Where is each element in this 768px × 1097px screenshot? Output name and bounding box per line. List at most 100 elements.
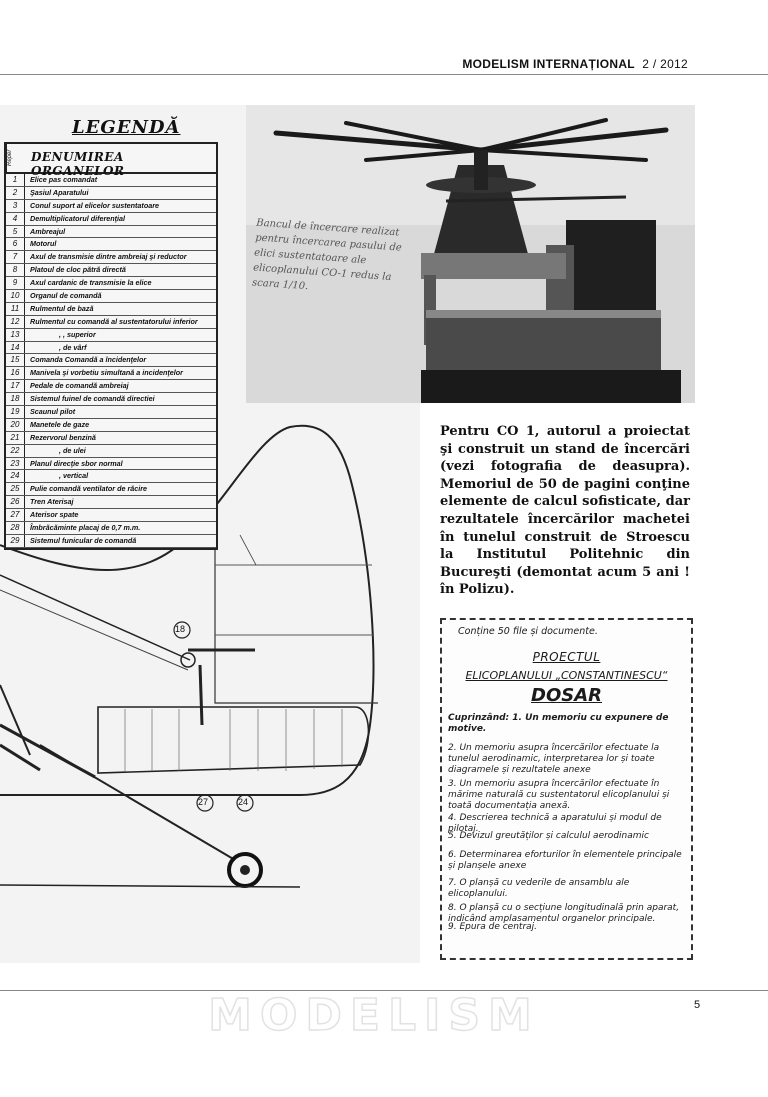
legend-table: Reper DENUMIREA ORGANELOR 1 Elice pas com… xyxy=(4,142,218,550)
page-number: 5 xyxy=(694,999,701,1011)
legend-row-label: Sistemul fuinel de comandă directiei xyxy=(30,394,155,404)
dossier-title: DOSAR xyxy=(531,685,602,706)
legend-row-number: 4 xyxy=(6,212,25,225)
legend-row: 2 Şasiul Aparatului xyxy=(6,186,216,200)
legend-row-number: 14 xyxy=(6,341,25,354)
header-rule xyxy=(0,74,768,75)
dossier-item-3: 3. Un memoriu asupra încercărilor efectu… xyxy=(448,779,670,811)
legend-row: 1 Elice pas comandat xyxy=(6,174,216,187)
test-stand-image xyxy=(246,105,695,403)
legend-row-number: 12 xyxy=(6,315,25,328)
legend-row-number: 21 xyxy=(6,431,25,444)
legend-row-number: 18 xyxy=(6,393,25,406)
legend-row: 24 , vertical xyxy=(6,470,216,484)
legend-header: Reper DENUMIREA ORGANELOR xyxy=(6,144,216,178)
footer-rule xyxy=(0,990,768,991)
dossier-item-4: 4. Descrierea technică a aparatului și m… xyxy=(448,813,662,834)
legend-row-label: , , superior xyxy=(59,329,96,339)
magazine-title: MODELISM INTERNAȚIONAL xyxy=(462,57,635,71)
legend-row-number: 7 xyxy=(6,251,25,264)
legend-row-number: 5 xyxy=(6,225,25,238)
callout-24: 24 xyxy=(238,797,249,807)
legend-row-label: Sistemul funicular de comandă xyxy=(30,535,137,545)
legend-row-number: 16 xyxy=(6,367,25,380)
legend-row-number: 24 xyxy=(6,470,25,483)
legend-rows: 1 Elice pas comandat 2 Şasiul Aparatului 3 Co… xyxy=(6,174,216,548)
legend-row-number: 25 xyxy=(6,483,25,496)
legend-row-label: Manivela şi vorbetiu simultană a inciden… xyxy=(30,368,183,378)
legend-row-label: Aterisor spate xyxy=(30,510,79,520)
legend-row-number: 6 xyxy=(6,238,25,251)
modelism-watermark: MODELISM xyxy=(207,992,540,1038)
legend-row-label: Şasiul Aparatului xyxy=(30,187,89,197)
callout-27: 27 xyxy=(198,797,209,807)
legend-row-number: 26 xyxy=(6,496,25,509)
legend-row-label: Demultiplicatorul diferenţial xyxy=(30,213,126,223)
legend-row: 22 , de ulei xyxy=(6,444,216,458)
legend-row-number: 9 xyxy=(6,277,25,290)
legend-row-number: 27 xyxy=(6,509,25,522)
legend-row: 7 Axul de transmisie dintre ambreiaj şi r… xyxy=(6,251,216,265)
legend-row-label: Elice pas comandat xyxy=(30,175,98,184)
watermark-text: MODELISM xyxy=(208,992,540,1038)
legend-row: 3 Conul suport al elicelor sustentatoare xyxy=(6,199,216,213)
legend-row: 9 Axul cardanic de transmisie la elice xyxy=(6,277,216,291)
legend-row: 18 Sistemul fuinel de comandă directiei xyxy=(6,393,216,407)
legend-row: 19 Scaunul pilot xyxy=(6,406,216,419)
legend-row: 29 Sistemul funicular de comandă xyxy=(6,534,216,548)
dossier-item-5: 5. Devizul greutăților și calculul aerod… xyxy=(448,831,649,841)
legend-row: 4 Demultiplicatorul diferenţial xyxy=(6,212,216,226)
legend-row-label: , de vârf xyxy=(59,342,87,352)
magazine-header: MODELISM INTERNAȚIONAL 2 / 2012 xyxy=(462,57,688,71)
issue-number: 2 / 2012 xyxy=(642,57,688,71)
dossier-item-2: 2. Un memoriu asupra încercărilor efectu… xyxy=(448,743,660,775)
legend-row-label: Platoul de cloc pătră directă xyxy=(30,265,126,275)
legend-row-label: , vertical xyxy=(59,471,89,481)
legend-row: 27 Aterisor spate xyxy=(6,509,216,523)
dossier-contents: Cuprinzând: 1. Un memoriu cu expunere de… xyxy=(448,713,669,734)
legend-row-number: 19 xyxy=(6,406,25,418)
legend-row-label: , de ulei xyxy=(59,445,86,455)
legend-row-label: Rulmentul de bază xyxy=(30,303,94,313)
legend-row: 25 Pulie comandă ventilator de răcire xyxy=(6,483,216,497)
legend-row-label: Îmbrăcăminte placaj de 0,7 m.m. xyxy=(30,523,141,533)
legend-row-number: 3 xyxy=(6,199,25,212)
legend-row-number: 23 xyxy=(6,457,25,470)
legend-row-number: 2 xyxy=(6,186,25,199)
legend-row-label: Conul suport al elicelor sustentatoare xyxy=(30,200,160,210)
legend-row-label: Planul direcţie sbor normal xyxy=(30,458,123,468)
legend-row: 13 , , superior xyxy=(6,328,216,342)
legend-row-number: 10 xyxy=(6,290,25,302)
legend-row-number: 29 xyxy=(6,534,25,547)
dossier-project: PROECTUL xyxy=(532,650,601,664)
legend-row-label: Manetele de gaze xyxy=(30,419,90,429)
legend-row-label: Scaunul pilot xyxy=(30,407,76,417)
callout-18: 18 xyxy=(175,624,186,634)
legend-row-label: Axul de transmisie dintre ambreiaj şi re… xyxy=(30,252,187,262)
dossier-header: Conține 50 file și documente. xyxy=(458,626,598,637)
legend-row: 23 Planul direcţie sbor normal xyxy=(6,457,216,471)
dossier-name: ELICOPLANULUI „CONSTANTINESCU“ xyxy=(465,669,668,682)
legend-row: 16 Manivela şi vorbetiu simultană a incid… xyxy=(6,367,216,381)
legend-row: 5 Ambreajul xyxy=(6,225,216,239)
legend-row-label: Axul cardanic de transmisie la elice xyxy=(30,278,152,288)
legend-row-label: Ambreajul xyxy=(30,226,66,236)
dossier-item-8: 8. O planșă cu o secțiune longitudinală … xyxy=(448,903,680,924)
dossier-item-6: 6. Determinarea eforturilor în elementel… xyxy=(448,850,682,871)
legend-row-number: 8 xyxy=(6,264,25,277)
legend-row-label: Pulie comandă ventilator de răcire xyxy=(30,484,148,494)
legend-row-number: 22 xyxy=(6,444,25,457)
legend-row-number: 1 xyxy=(6,174,25,186)
legend-row-number: 13 xyxy=(6,328,25,341)
dossier-item-9: 9. Epura de centraj. xyxy=(448,922,538,932)
